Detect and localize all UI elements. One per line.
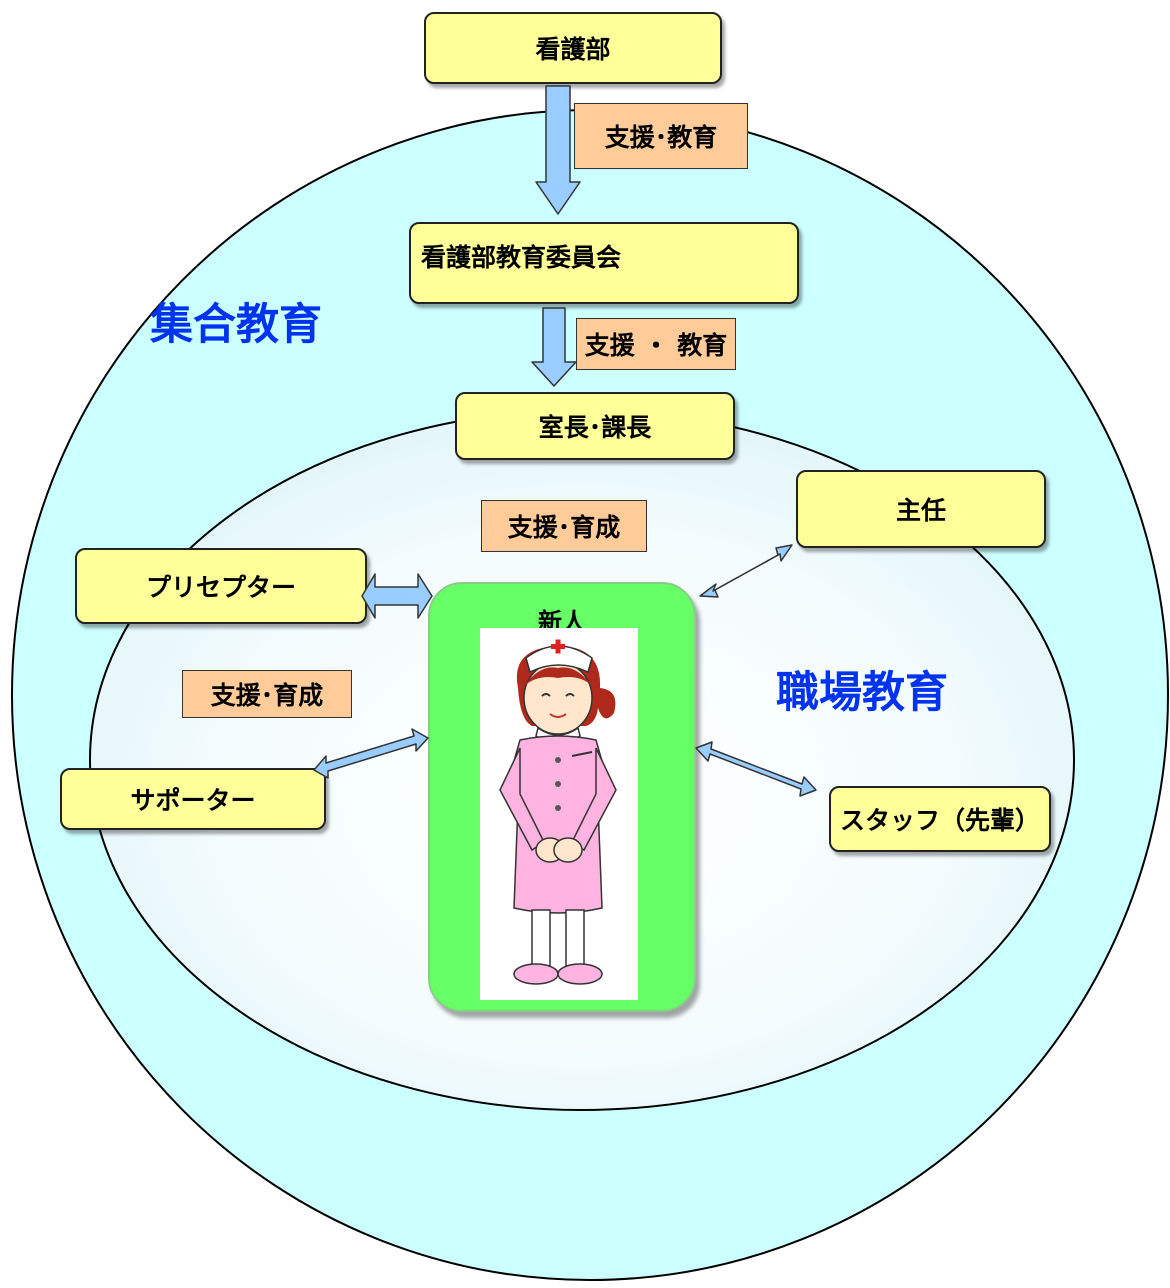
supporter-box: サポーター (60, 768, 326, 830)
education-committee-label: 看護部教育委員会 (421, 243, 622, 272)
edge-label-text: 支援･育成 (507, 513, 621, 542)
nursing-dept-box: 看護部 (424, 12, 722, 84)
nurse-figure-panel (480, 628, 638, 1000)
supporter-label: サポーター (130, 786, 256, 815)
chief-label: 主任 (895, 496, 946, 525)
preceptor-box: プリセプター (75, 548, 367, 624)
newbie-box: 新人 (428, 582, 696, 1012)
chief-box: 主任 (796, 470, 1046, 548)
staff-senior-label: スタッフ（先輩） (839, 806, 1040, 835)
edge-label-manager-to-newbie: 支援･育成 (481, 500, 647, 552)
zone-label-group-education: 集合教育 (150, 300, 322, 350)
edge-label-text: 支援 ・ 教育 (584, 331, 728, 360)
edge-label-dept-to-committee: 支援･教育 (574, 103, 748, 169)
zone-label-workplace-education: 職場教育 (776, 668, 948, 718)
edge-label-committee-to-manager: 支援 ・ 教育 (576, 318, 736, 370)
staff-senior-box: スタッフ（先輩） (829, 786, 1051, 852)
nursing-dept-label: 看護部 (535, 35, 611, 64)
edge-label-preceptor-supporter: 支援･育成 (182, 670, 352, 718)
edge-label-text: 支援･育成 (210, 681, 324, 710)
manager-box: 室長･課長 (455, 392, 735, 460)
nurse-figure-icon (499, 639, 617, 985)
preceptor-label: プリセプター (145, 573, 296, 602)
education-committee-box: 看護部教育委員会 (409, 222, 799, 304)
edge-label-text: 支援･教育 (604, 123, 718, 152)
manager-label: 室長･課長 (538, 413, 652, 442)
